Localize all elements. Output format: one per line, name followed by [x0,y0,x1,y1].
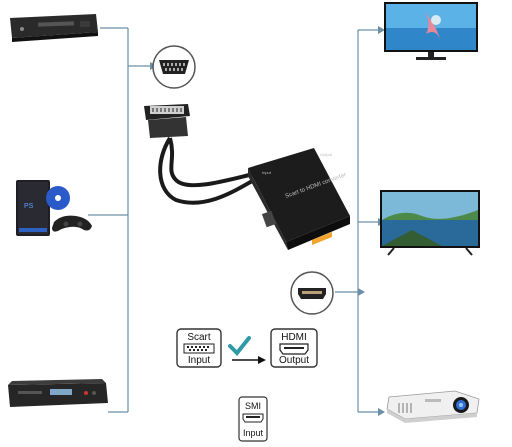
svg-text:PS: PS [24,203,34,210]
arrow-right-top-icon [378,26,385,34]
projector-icon [386,390,480,423]
input-text: Input [188,355,210,366]
arrow-from-hdmi-icon [358,288,365,296]
smi-input-label: SMI Input [238,396,268,442]
smi-text: SMI [245,401,261,411]
scart-to-hdmi-converter: Scart to HDMI converter Input Output [144,104,350,250]
hdmi-text: HDMI [281,332,307,343]
converter-housing: Scart to HDMI converter Input Output [248,148,350,250]
scart-port-icon [152,45,196,89]
scart-plug-icon [144,104,190,138]
svg-text:Output: Output [320,152,333,157]
smi-input-text: Input [243,428,264,438]
smart-tv-icon [380,190,480,256]
game-console-icon: PS [16,180,92,236]
svg-text:Input: Input [262,170,272,175]
dvd-player-icon [10,14,98,42]
output-text: Output [279,355,309,366]
satellite-receiver-icon [8,379,108,407]
hdmi-output-label: HDMI Output [270,328,318,368]
scart-text: Scart [187,332,211,343]
hdmi-port-icon [290,271,334,315]
tv-icon [384,2,478,60]
arrow-right-bottom-icon [378,408,385,416]
check-arrow-icon [228,336,266,364]
scart-input-label: Scart Input [176,328,222,368]
